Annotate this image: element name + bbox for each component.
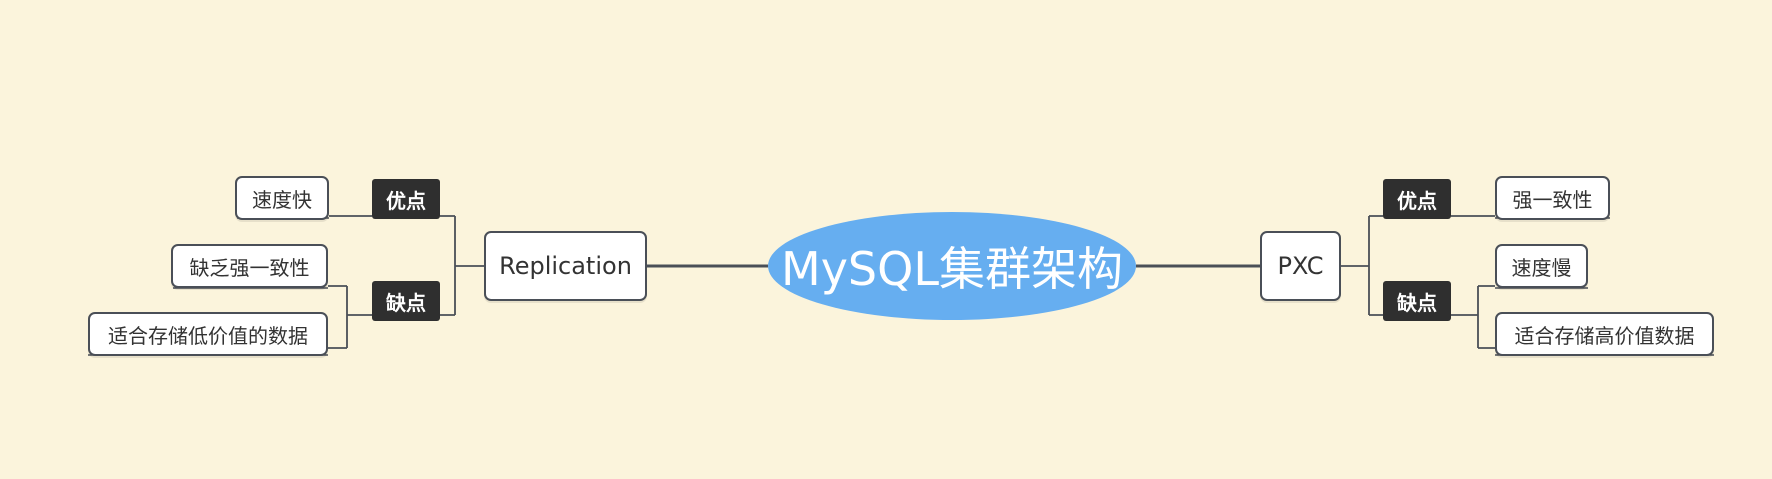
tag-right-cons[interactable]: 缺点	[1383, 281, 1451, 321]
tag-left-cons-label: 缺点	[386, 290, 426, 315]
link-pxc-tags	[1341, 215, 1383, 316]
leaf-left-cons-1[interactable]: 缺乏强一致性	[171, 244, 328, 288]
link-cons-left	[328, 285, 372, 349]
tag-right-pros[interactable]: 优点	[1383, 179, 1451, 219]
leaf-left-pros-1[interactable]: 速度快	[235, 176, 329, 220]
leaf-left-cons-2[interactable]: 适合存储低价值的数据	[88, 312, 328, 356]
branch-replication-label: Replication	[499, 252, 632, 280]
branch-pxc[interactable]: PXC	[1260, 231, 1341, 301]
leaf-left-pros-1-label: 速度快	[252, 187, 312, 212]
leaf-right-cons-2-label: 适合存储高价值数据	[1514, 323, 1695, 348]
leaf-left-cons-1-label: 缺乏强一致性	[189, 255, 310, 280]
tag-left-cons[interactable]: 缺点	[372, 281, 440, 321]
link-cons-right	[1451, 285, 1495, 349]
leaf-right-pros-1-label: 强一致性	[1512, 187, 1593, 212]
link-replication-tags	[440, 215, 484, 316]
tag-right-pros-label: 优点	[1397, 188, 1437, 213]
leaf-right-cons-2[interactable]: 适合存储高价值数据	[1495, 312, 1714, 356]
root-topic-label: MySQL集群架构	[781, 242, 1123, 296]
leaf-right-cons-1[interactable]: 速度慢	[1495, 244, 1588, 288]
leaf-left-cons-2-label: 适合存储低价值的数据	[108, 323, 308, 348]
tag-left-pros[interactable]: 优点	[372, 179, 440, 219]
leaf-right-cons-1-label: 速度慢	[1511, 255, 1572, 280]
leaf-right-pros-1[interactable]: 强一致性	[1495, 176, 1610, 220]
branch-pxc-label: PXC	[1277, 252, 1324, 280]
tag-right-cons-label: 缺点	[1397, 290, 1437, 315]
branch-replication[interactable]: Replication	[484, 231, 647, 301]
root-topic[interactable]: MySQL集群架构	[768, 212, 1136, 320]
tag-left-pros-label: 优点	[386, 188, 426, 213]
